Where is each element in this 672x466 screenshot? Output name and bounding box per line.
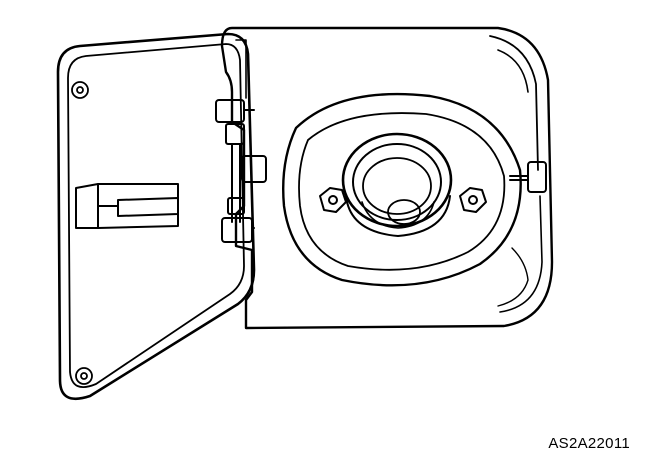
mounting-bolt-left <box>319 187 347 213</box>
door-striker <box>75 183 179 229</box>
filler-neck <box>341 132 453 237</box>
filler-pocket <box>220 26 554 330</box>
fuel-door <box>56 32 256 401</box>
figure-code: AS2A22011 <box>548 435 630 452</box>
mounting-bolt-right <box>459 187 487 213</box>
door-latch <box>509 161 547 193</box>
filler-neck-plate <box>282 92 522 287</box>
door-hinge <box>215 99 267 243</box>
door-screw-top <box>71 81 89 99</box>
door-screw-bottom <box>75 367 93 385</box>
